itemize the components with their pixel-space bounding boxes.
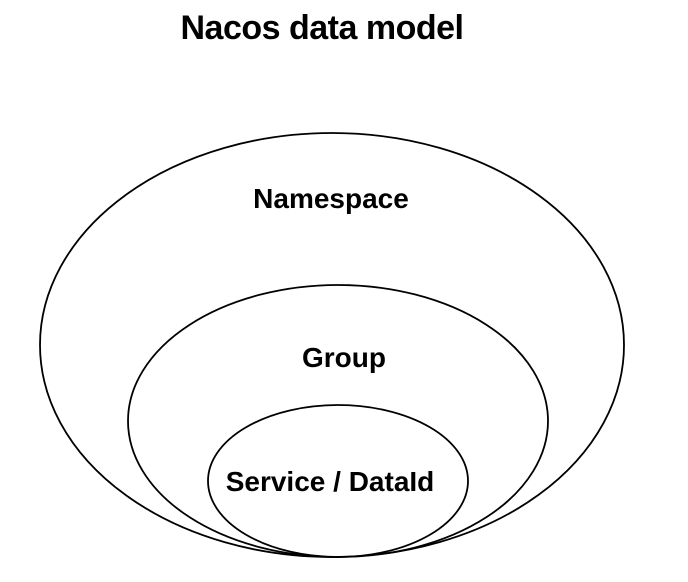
service-dataid-ellipse: [207, 404, 469, 558]
diagram-title: Nacos data model: [180, 9, 464, 47]
namespace-label: Namespace: [253, 183, 409, 214]
service-dataid-label: Service / DataId: [226, 466, 435, 497]
group-ellipse: [127, 284, 549, 558]
group-label: Group: [302, 342, 386, 373]
